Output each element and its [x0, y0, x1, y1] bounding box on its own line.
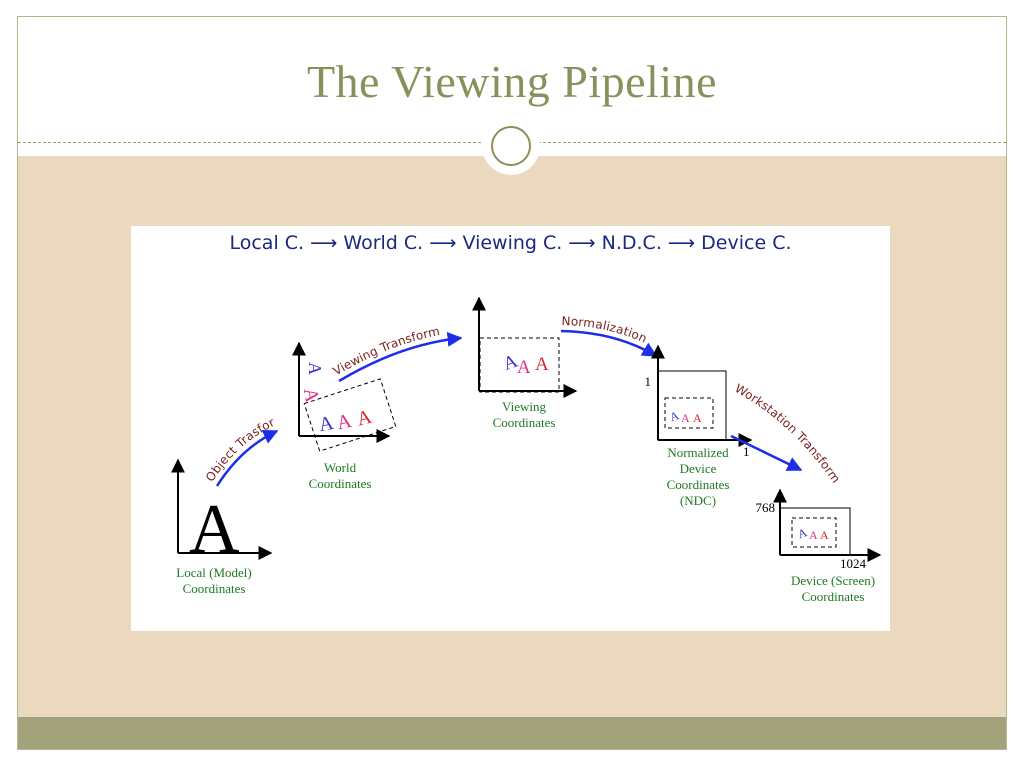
object-transform: Object Trasform: [131, 226, 279, 488]
device-viewport: [791, 517, 837, 548]
circle-ornament-icon: [482, 117, 540, 175]
slide-footer-bar: [18, 717, 1006, 749]
local-label-line1: Local (Model): [176, 565, 251, 580]
world-label-line1: World: [324, 460, 357, 475]
world-glyph-4: A: [335, 410, 354, 435]
device-label-line1: Device (Screen): [791, 573, 875, 588]
viewing-transform-text: Viewing Transform: [331, 324, 441, 378]
world-glyph-3: A: [317, 412, 336, 436]
device-glyph-1: A: [796, 525, 809, 541]
world-stage: A A A A A World Coordinates: [292, 341, 397, 491]
device-label-line2: Coordinates: [802, 589, 865, 604]
ndc-one-x: 1: [743, 444, 750, 459]
world-glyph-1: A: [305, 362, 325, 375]
workstation-text: Workstation Transform: [733, 381, 843, 485]
viewing-glyph-2: A: [517, 357, 531, 378]
local-label-line2: Coordinates: [183, 581, 246, 596]
normalization-text: Normalization: [561, 314, 649, 346]
viewing-stage: A A A Viewing Coordinates: [472, 296, 578, 430]
pipeline-flow-heading: Local C. ⟶ World C. ⟶ Viewing C. ⟶ N.D.C…: [229, 232, 792, 254]
local-model-glyph: A: [189, 491, 240, 568]
device-stage: A A A 768 1024 Device (Screen) Coordinat…: [756, 488, 882, 604]
ndc-glyph-3: A: [693, 411, 702, 425]
viewing-label-line2: Coordinates: [493, 415, 556, 430]
viewing-view-window: [479, 337, 560, 393]
device-screen: [779, 507, 851, 556]
local-stage: A Local (Model) Coordinates: [171, 458, 273, 596]
workstation-label: Workstation Transform: [733, 381, 843, 485]
viewing-pipeline-diagram: Local C. ⟶ World C. ⟶ Viewing C. ⟶ N.D.C…: [131, 226, 890, 631]
viewing-transform-label: Viewing Transform: [331, 324, 441, 378]
pipeline-diagram-svg: A Local (Model) Coordinates Object Trasf…: [131, 226, 882, 604]
workstation-transform: Workstation Transform: [730, 381, 843, 486]
world-view-window: [303, 378, 397, 452]
device-glyph-3: A: [820, 528, 829, 542]
ndc-glyph-1: A: [668, 408, 681, 424]
device-height-label: 768: [756, 500, 776, 515]
slide-title: The Viewing Pipeline: [306, 56, 718, 107]
ndc-one-y: 1: [645, 374, 652, 389]
ndc-unit-square: [657, 370, 727, 441]
workstation-arrow: [730, 434, 803, 472]
slide: The Viewing Pipeline Local C. ⟶ World C.…: [17, 16, 1007, 750]
viewing-transform: Viewing Transform: [331, 324, 463, 383]
ndc-glyph-2: A: [681, 411, 690, 425]
world-label-line2: Coordinates: [309, 476, 372, 491]
viewing-label-line1: Viewing: [502, 399, 546, 414]
world-glyph-5: A: [355, 406, 375, 431]
ndc-label-line4: (NDC): [680, 493, 716, 508]
ndc-label-line3: Coordinates: [667, 477, 730, 492]
world-glyph-2: A: [299, 386, 323, 405]
ndc-stage: A A A 1 1 Normalized Device Coordinates …: [645, 344, 753, 508]
viewing-glyph-3: A: [535, 354, 549, 375]
ndc-label-line2: Device: [680, 461, 717, 476]
device-glyph-2: A: [809, 528, 818, 542]
normalization-label: Normalization: [561, 314, 649, 346]
device-width-label: 1024: [840, 556, 867, 571]
ndc-view-window: [664, 397, 714, 429]
normalization-transform: Normalization: [559, 314, 658, 358]
ndc-label-line1: Normalized: [667, 445, 729, 460]
